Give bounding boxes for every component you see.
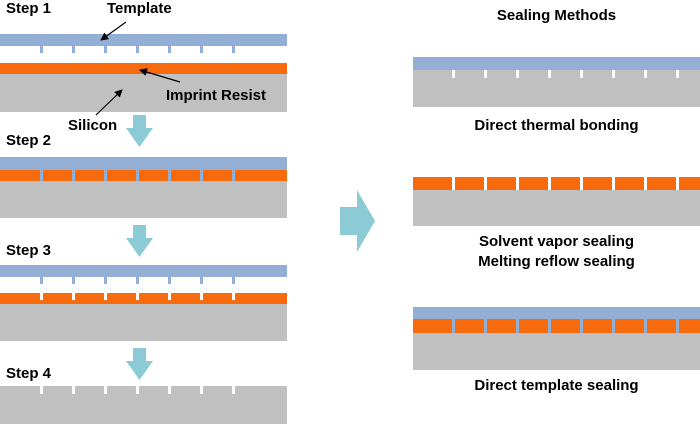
step2-template (0, 157, 287, 170)
imprint-resist-label: Imprint Resist (166, 87, 267, 104)
sealing3-silicon (413, 333, 700, 370)
step4-silicon (0, 386, 287, 424)
transition-right-arrow (340, 190, 375, 252)
step1-imprint-resist (0, 63, 287, 74)
step3-label: Step 3 (6, 242, 52, 259)
silicon-label: Silicon (68, 117, 118, 134)
step3-silicon (0, 304, 287, 341)
template-label: Template (107, 0, 172, 17)
sealing1-template (413, 57, 700, 70)
step1-silicon (0, 74, 287, 112)
imprint-resist-pointer-arrow (139, 68, 181, 83)
sealing2-silicon (413, 190, 700, 226)
solvent-vapor-sealing-caption: Solvent vapor sealing (478, 233, 635, 250)
step4-label: Step 4 (6, 365, 52, 382)
sealing3-imprint-resist (413, 319, 700, 333)
step1-template (0, 34, 287, 53)
sealing1-silicon (413, 70, 700, 107)
process-down-arrow-3 (126, 348, 153, 380)
direct-template-sealing-caption: Direct template sealing (474, 377, 639, 394)
step2-imprint-resist (0, 170, 287, 181)
silicon-pointer-arrow (95, 89, 123, 116)
template-pointer-arrow (100, 21, 127, 41)
step3-imprint-resist (0, 293, 287, 304)
sealing-methods-title: Sealing Methods (496, 7, 617, 24)
process-down-arrow-1 (126, 115, 153, 147)
sealing2-imprint-resist (413, 177, 700, 190)
step1-label: Step 1 (6, 0, 52, 17)
process-down-arrow-2 (126, 225, 153, 257)
step2-silicon (0, 181, 287, 218)
melting-reflow-sealing-caption: Melting reflow sealing (478, 253, 635, 270)
step2-label: Step 2 (6, 132, 52, 149)
sealing3-template (413, 307, 700, 319)
step3-template (0, 265, 287, 284)
direct-thermal-bonding-caption: Direct thermal bonding (474, 117, 639, 134)
